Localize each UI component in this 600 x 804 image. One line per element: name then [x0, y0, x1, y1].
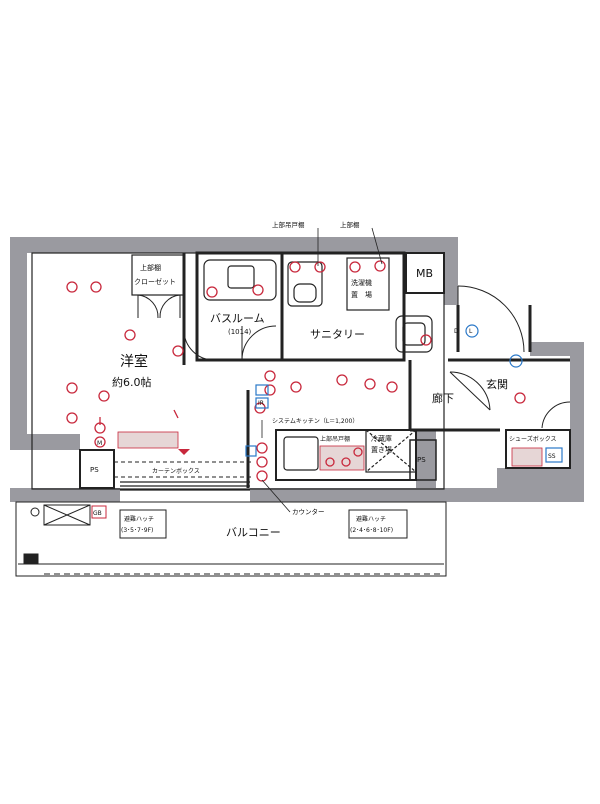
fixture-labels: MB PS PS カーテンボックス システムキッチン（L＝1,200） 上部吊戸…: [90, 220, 433, 534]
ss-symbol: SS: [548, 453, 556, 460]
hatch-left-line1: 避難ハッチ: [124, 515, 154, 523]
curtain-box-label: カーテンボックス: [152, 467, 200, 475]
closet-label-line2: クローゼット: [134, 277, 176, 286]
ps-left-label: PS: [90, 466, 99, 474]
balcony: [15, 501, 447, 577]
shoebox-label: シューズボックス: [509, 435, 557, 443]
electrical-symbols: [66, 260, 526, 482]
hatch-right-line2: (2･4･6･8･10F): [350, 527, 393, 534]
ir-symbol: IR: [258, 400, 264, 407]
hallway-label: 廊下: [432, 391, 454, 405]
m-symbol: M: [97, 440, 102, 447]
info-symbol-labels: IR L D M SS: [97, 328, 556, 460]
exterior-walls: [10, 237, 584, 502]
downlight-marker: [178, 449, 190, 455]
bathroom-size: (1014): [228, 328, 252, 336]
sanitary-label: サニタリー: [310, 328, 365, 341]
system-kitchen-label: システムキッチン（L＝1,200）: [272, 418, 358, 425]
ps-right-label: PS: [417, 456, 426, 464]
mb-label: MB: [416, 267, 433, 280]
room-labels: 洋室 約6.0帖 バスルーム (1014) サニタリー 廊下 玄関 バルコニー …: [112, 263, 557, 539]
d-symbol: D: [454, 328, 459, 335]
upper-shelf-callout: 上部棚: [340, 220, 360, 229]
interior-walls: [31, 251, 571, 491]
laundry-label-line1: 洗濯機: [351, 278, 372, 287]
doors: [137, 285, 571, 429]
callout-leaders: [261, 227, 383, 513]
western-room-label: 洋室: [120, 353, 148, 370]
l-symbol: L: [469, 328, 473, 335]
curtain-box-line: [114, 461, 252, 478]
fridge-label-line2: 置き場: [371, 445, 392, 454]
balcony-label: バルコニー: [226, 526, 281, 539]
laundry-label-line2: 置 場: [351, 290, 372, 299]
bathroom-label: バスルーム: [210, 312, 265, 325]
kitchen-upper-cabinet-label: 上部吊戸棚: [320, 435, 350, 443]
hatch-right-line1: 避難ハッチ: [356, 515, 386, 523]
hatched-areas: [117, 431, 543, 471]
counter-label: カウンター: [292, 507, 325, 516]
gb-symbol: GB: [93, 510, 102, 517]
closet-label-line1: 上部棚: [140, 263, 161, 272]
info-symbols: [245, 324, 563, 463]
entrance-label: 玄関: [486, 377, 508, 391]
western-room-size: 約6.0帖: [112, 375, 152, 389]
fridge-label-line1: 冷蔵庫: [371, 434, 392, 443]
hatch-left-line2: (3･5･7･9F): [121, 527, 153, 534]
upper-cabinet-callout: 上部吊戸棚: [272, 220, 305, 229]
